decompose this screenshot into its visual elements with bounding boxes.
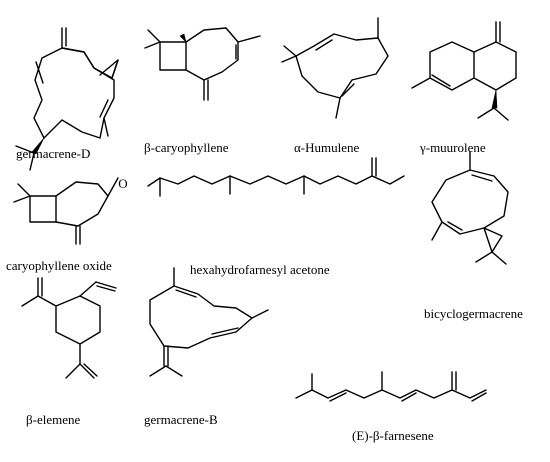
- structure-alpha-humulene: [281, 17, 389, 119]
- structure-bicyclogermacrene: [431, 151, 509, 265]
- structure-hexahydrofarnesyl-acetone: [147, 157, 405, 197]
- compound-label: caryophyllene oxide: [6, 258, 112, 273]
- compound-label: bicyclogermacrene: [424, 306, 523, 321]
- epoxide-oxygen-label: O: [118, 176, 127, 191]
- structure-germacrene-d: [15, 27, 119, 171]
- compound-label: germacrene-B: [144, 412, 218, 427]
- structure-beta-elemene: [21, 277, 117, 379]
- compound-label: γ-muurolene: [419, 140, 486, 155]
- compound-label: germacrene-D: [16, 146, 90, 161]
- structure-caryophyllene-oxide: [13, 177, 119, 245]
- structure-beta-caryophyllene: [144, 27, 261, 101]
- structure-germacrene-b: [149, 267, 269, 377]
- structure-gamma-muurolene: [411, 21, 517, 121]
- structure-e-beta-farnesene: [295, 371, 487, 402]
- compound-label: β-elemene: [26, 412, 80, 427]
- compound-label: hexahydrofarnesyl acetone: [190, 262, 330, 277]
- compound-label: β-caryophyllene: [144, 140, 229, 155]
- compound-label: α-Humulene: [294, 140, 360, 155]
- compound-label: (E)-β-farnesene: [352, 428, 434, 443]
